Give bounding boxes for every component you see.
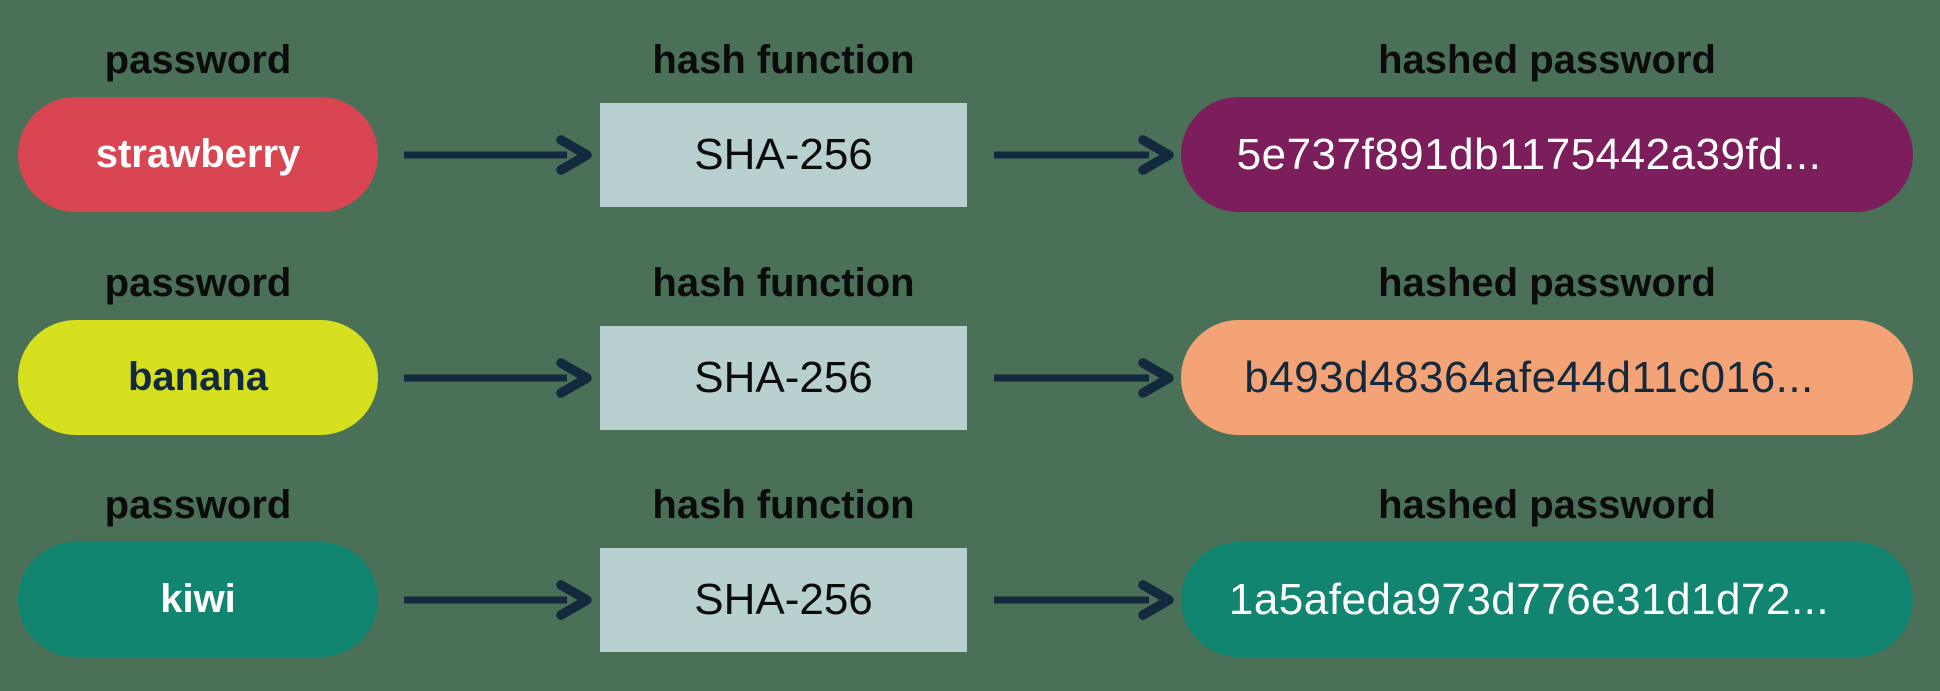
hash-function-value: SHA-256 bbox=[694, 130, 873, 179]
password-pill: kiwi bbox=[18, 542, 378, 657]
password-value: strawberry bbox=[95, 132, 301, 176]
diagram-row: password hash function hashed password b… bbox=[0, 263, 1940, 493]
hashed-password-value: b493d48364afe44d11c016... bbox=[1244, 352, 1814, 402]
hash-function-label: hash function bbox=[652, 38, 915, 82]
password-value: kiwi bbox=[160, 577, 236, 621]
hashed-password-value: 1a5afeda973d776e31d1d72... bbox=[1228, 574, 1830, 624]
hashed-password-label: hashed password bbox=[1378, 261, 1716, 305]
arrow-right-icon bbox=[993, 578, 1175, 622]
password-value: banana bbox=[127, 355, 269, 399]
password-label: password bbox=[104, 261, 292, 305]
hashed-password-label: hashed password bbox=[1378, 38, 1716, 82]
hash-function-value: SHA-256 bbox=[694, 575, 873, 624]
diagram-row: password hash function hashed password k… bbox=[0, 485, 1940, 691]
hashed-password-pill: 5e737f891db1175442a39fd... bbox=[1181, 97, 1913, 212]
hash-function-box: SHA-256 bbox=[600, 548, 967, 652]
password-pill: strawberry bbox=[18, 97, 378, 212]
hash-function-box: SHA-256 bbox=[600, 326, 967, 430]
hash-function-box: SHA-256 bbox=[600, 103, 967, 207]
hash-function-value: SHA-256 bbox=[694, 353, 873, 402]
arrow-right-icon bbox=[403, 356, 593, 400]
password-label: password bbox=[104, 38, 292, 82]
hashed-password-pill: 1a5afeda973d776e31d1d72... bbox=[1181, 542, 1913, 657]
hash-function-label: hash function bbox=[652, 483, 915, 527]
hash-function-label: hash function bbox=[652, 261, 915, 305]
arrow-right-icon bbox=[403, 133, 593, 177]
arrow-right-icon bbox=[993, 356, 1175, 400]
hashed-password-label: hashed password bbox=[1378, 483, 1716, 527]
arrow-right-icon bbox=[993, 133, 1175, 177]
arrow-right-icon bbox=[403, 578, 593, 622]
hashed-password-value: 5e737f891db1175442a39fd... bbox=[1236, 129, 1822, 179]
password-label: password bbox=[104, 483, 292, 527]
password-pill: banana bbox=[18, 320, 378, 435]
hashed-password-pill: b493d48364afe44d11c016... bbox=[1181, 320, 1913, 435]
diagram-row: password hash function hashed password s… bbox=[0, 40, 1940, 270]
